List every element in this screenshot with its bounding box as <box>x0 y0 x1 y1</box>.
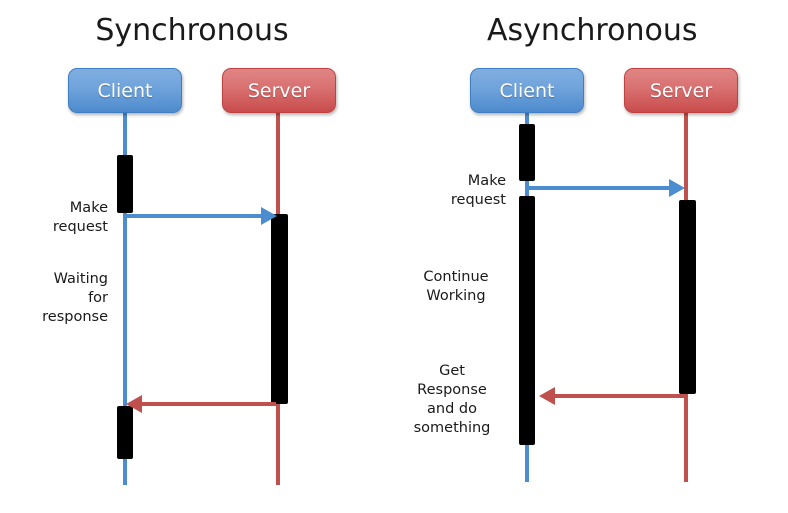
async-actor-client-label: Client <box>499 79 555 102</box>
sync-actor-server-label: Server <box>247 79 311 102</box>
sync-label-make-request: Make request <box>52 200 108 235</box>
sync-client-activation-response <box>117 406 133 459</box>
sync-client-lifeline <box>123 110 127 485</box>
sync-request-arrow-line <box>125 214 265 218</box>
asynchronous-title: Asynchronous <box>487 13 698 48</box>
async-client-activation-pre <box>519 124 535 181</box>
sync-actor-client[interactable]: Client <box>68 68 182 113</box>
sync-label-waiting-for-response: Waiting for response <box>42 271 108 325</box>
sync-response-arrow-head <box>126 395 142 413</box>
async-label-get-response: Get Response and do something <box>413 363 491 436</box>
async-request-arrow-head <box>669 179 685 197</box>
sync-server-activation <box>271 214 288 404</box>
sync-actor-server[interactable]: Server <box>222 68 336 113</box>
async-response-arrow-head <box>539 387 555 405</box>
async-label-continue-working: Continue Working <box>423 269 489 304</box>
async-actor-server-label: Server <box>649 79 713 102</box>
async-actor-server[interactable]: Server <box>624 68 738 113</box>
sync-client-activation-request <box>117 155 133 213</box>
synchronous-title: Synchronous <box>95 13 289 48</box>
async-response-arrow-line <box>553 394 684 398</box>
async-client-activation-working <box>519 196 535 445</box>
sync-response-arrow-line <box>140 402 276 406</box>
sync-actor-client-label: Client <box>97 79 153 102</box>
async-actor-client[interactable]: Client <box>470 68 584 113</box>
sync-request-arrow-head <box>261 207 277 225</box>
async-request-arrow-line <box>527 186 673 190</box>
async-server-activation <box>679 200 696 394</box>
async-label-make-request: Make request <box>450 173 506 208</box>
